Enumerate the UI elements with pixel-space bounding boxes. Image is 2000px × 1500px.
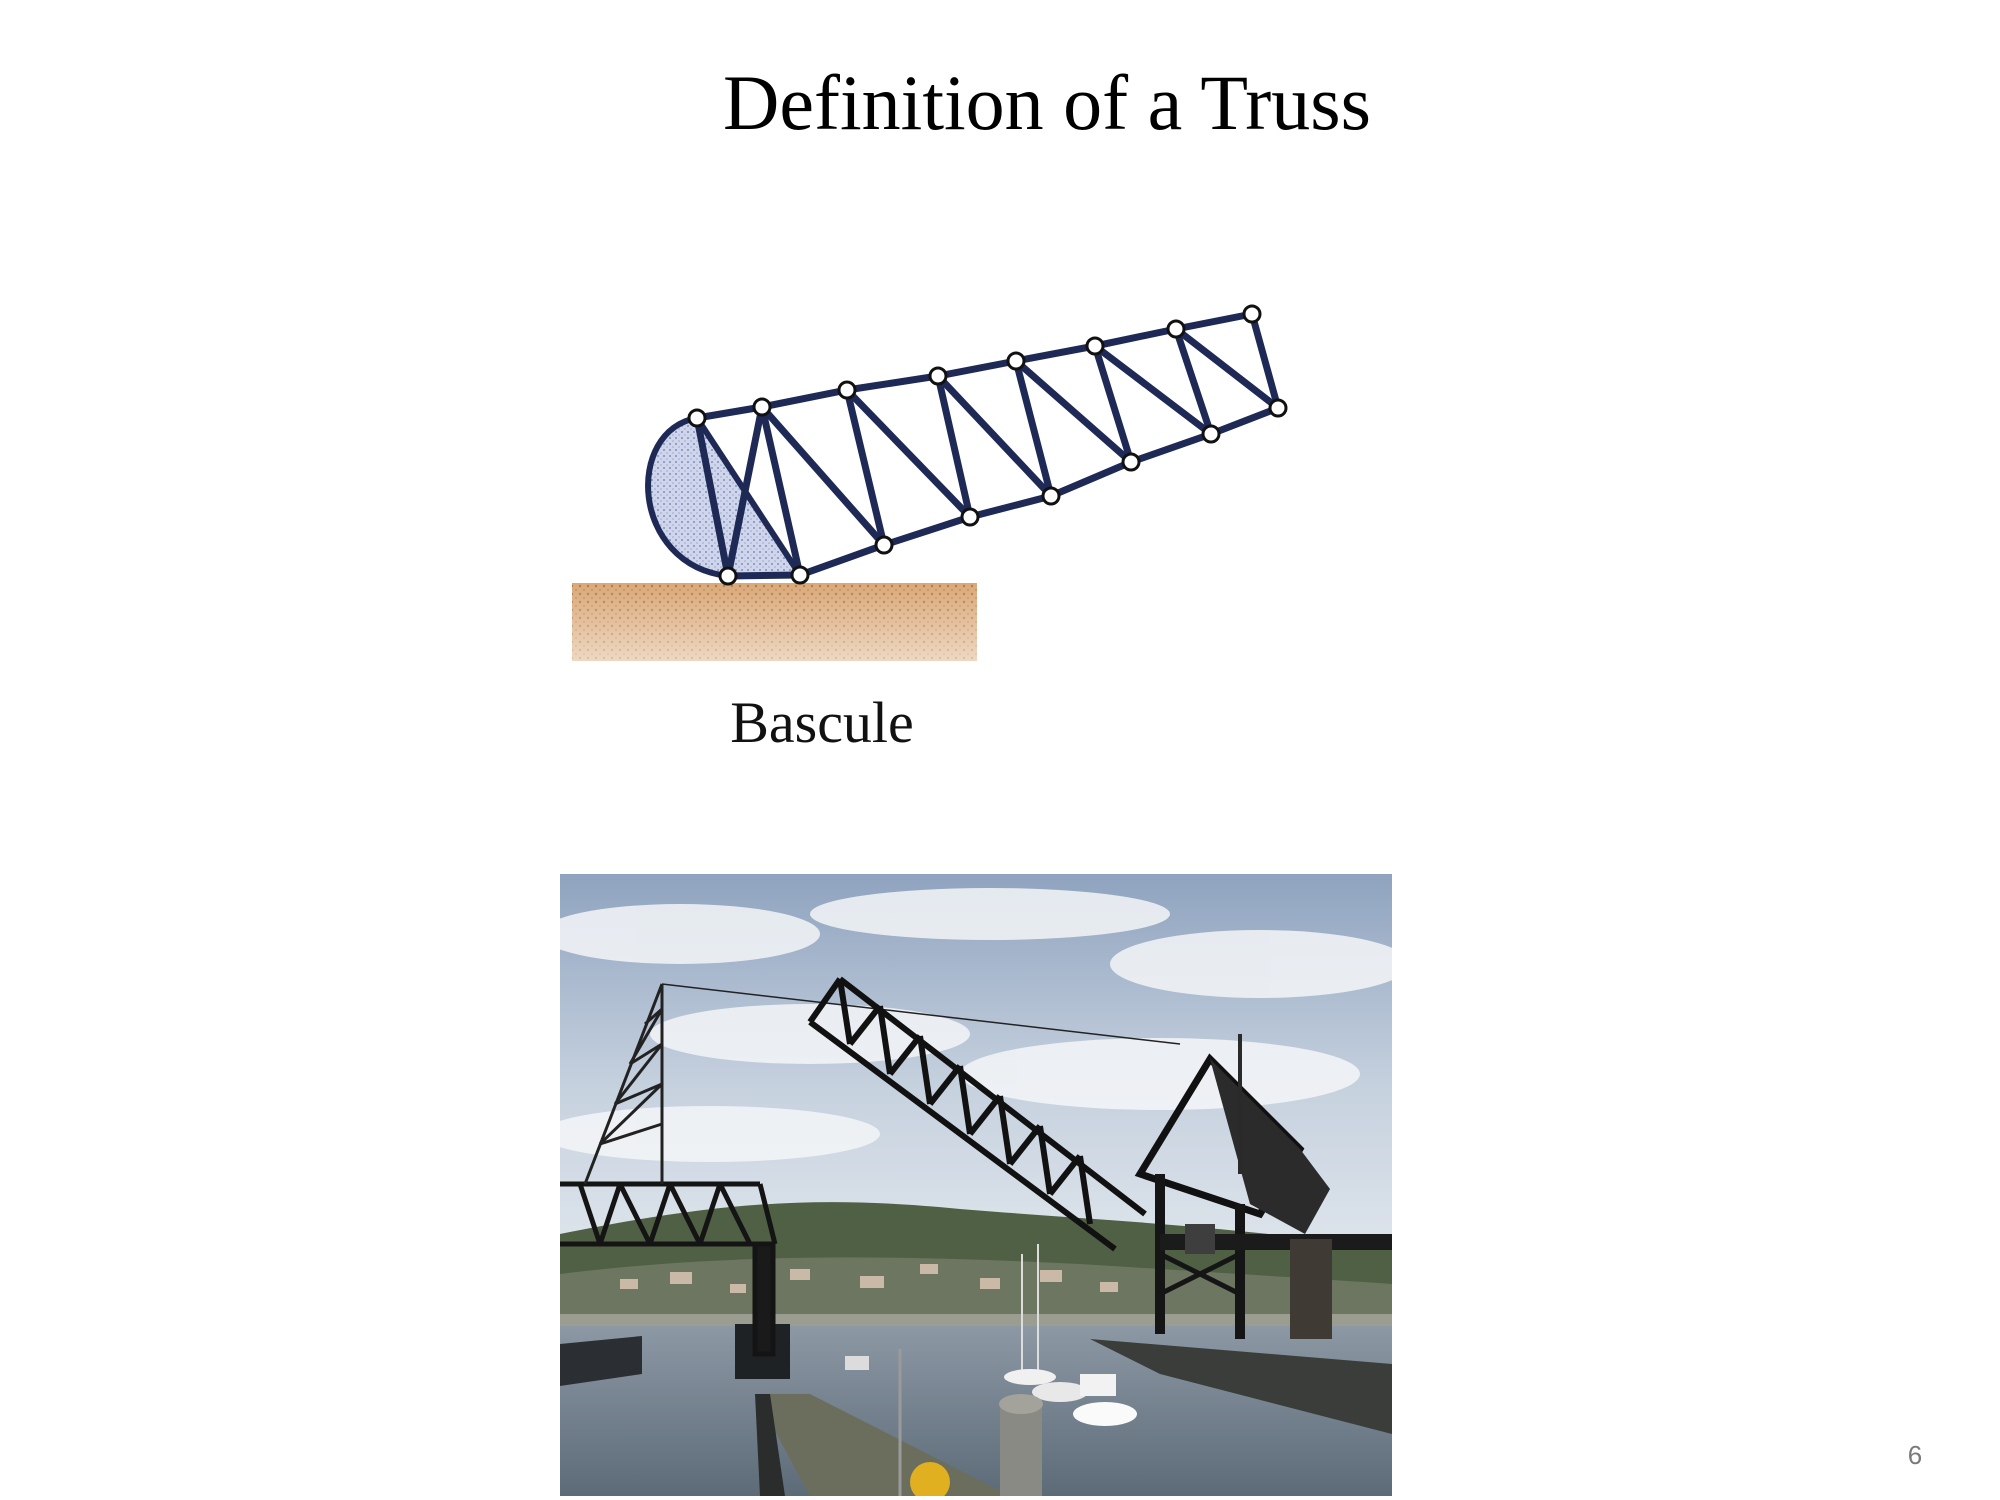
truss-joint <box>837 380 857 400</box>
boats <box>845 1244 1137 1426</box>
bascule-bridge-photo <box>560 874 1392 1496</box>
truss-joints <box>687 304 1288 586</box>
truss-members <box>693 310 1282 580</box>
slide-title: Definition of a Truss <box>723 59 1371 146</box>
truss-joint <box>752 397 772 417</box>
truss-joint <box>1006 351 1026 371</box>
diagram-caption: Bascule <box>730 690 914 755</box>
truss-joint <box>1201 424 1221 444</box>
truss-joint <box>874 535 894 555</box>
counterweight <box>645 414 806 580</box>
fixed-truss-bridge <box>560 1181 778 1357</box>
truss-joint <box>1041 486 1061 506</box>
truss-joint <box>718 566 738 586</box>
truss-joint <box>1242 304 1262 324</box>
page-number: 6 <box>1907 1440 1923 1470</box>
water <box>560 1326 1392 1496</box>
truss-joint <box>1268 398 1288 418</box>
ground-block <box>572 583 977 661</box>
truss-joint <box>1121 452 1141 472</box>
lattice-tower <box>583 983 1181 1185</box>
truss-joint <box>1166 319 1186 339</box>
bascule-leaf <box>807 976 1147 1252</box>
truss-joint <box>687 408 707 428</box>
truss-joint <box>928 366 948 386</box>
lock-walls <box>560 1324 1392 1496</box>
truss-joint <box>1085 336 1105 356</box>
truss-joint <box>960 507 980 527</box>
lock-wall-details <box>898 1349 1043 1496</box>
bascule-truss-diagram: Bascule <box>530 280 1330 800</box>
truss-joint <box>790 565 810 585</box>
counterweight-tower <box>1134 1034 1392 1339</box>
